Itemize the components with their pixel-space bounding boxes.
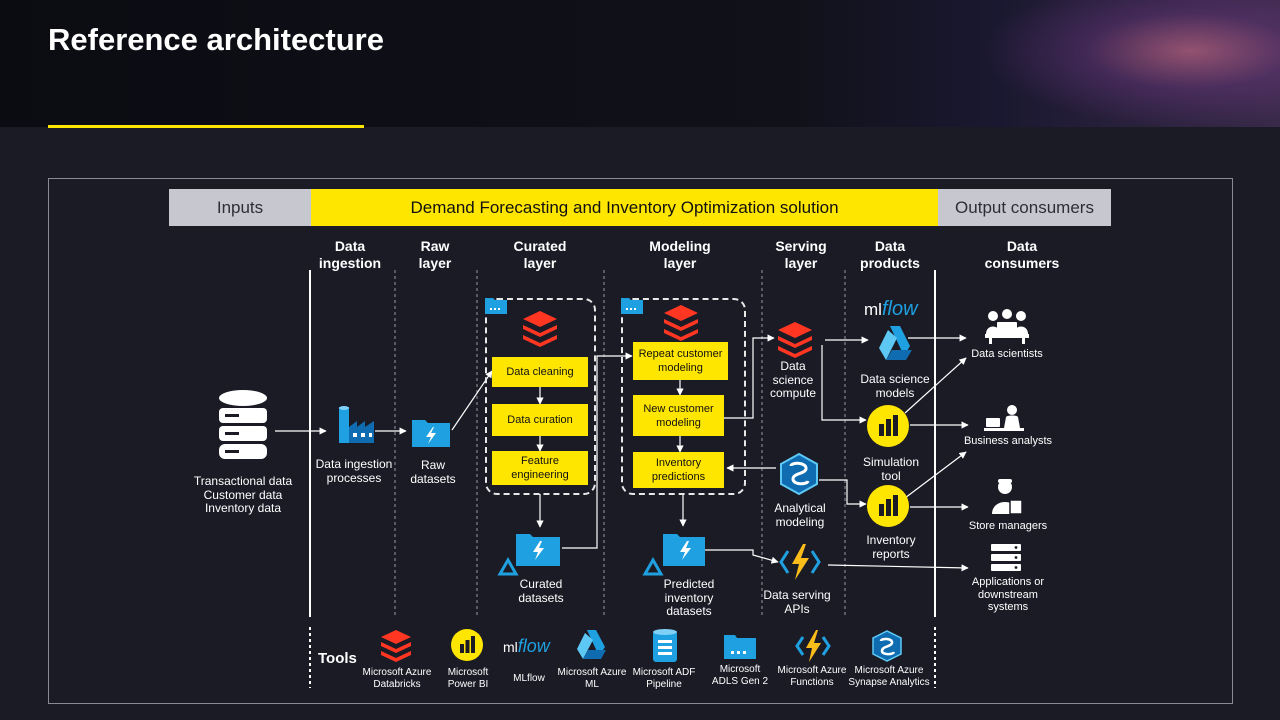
arrow-curated-to-modeling bbox=[562, 352, 633, 549]
store-managers-label: Store managers bbox=[968, 520, 1048, 532]
mlflow-logo: mlflow bbox=[864, 298, 918, 320]
arrow-sim-to-scientists bbox=[904, 357, 967, 414]
arrow-datasets-to-apis bbox=[703, 549, 779, 564]
database-icon bbox=[219, 390, 267, 459]
databricks-icon bbox=[523, 311, 557, 347]
business-analysts-label: Business analysts bbox=[963, 435, 1053, 447]
data-scientists-label: Data scientists bbox=[971, 348, 1043, 360]
data-cleaning-step: Data cleaning bbox=[492, 357, 588, 387]
servers-icon bbox=[991, 544, 1021, 571]
adls-small-icon bbox=[485, 298, 507, 314]
header-photo bbox=[980, 0, 1280, 127]
curated-pipeline-group bbox=[485, 298, 596, 495]
business-analysts-icon bbox=[984, 405, 1024, 431]
inputs-banner: Inputs bbox=[169, 189, 311, 226]
adf-pipeline-icon bbox=[653, 629, 677, 662]
mlflow-icon: mlflow bbox=[503, 636, 550, 656]
arrow-compute-to-simulation bbox=[821, 345, 867, 424]
azure-functions-icon bbox=[779, 544, 821, 580]
databricks-icon bbox=[381, 630, 411, 662]
databricks-icon bbox=[778, 322, 812, 358]
adls-gen2-icon bbox=[724, 635, 756, 659]
repeat-customer-modeling-step: Repeat customer modeling bbox=[633, 342, 728, 380]
synapse-icon bbox=[872, 630, 902, 662]
arrow-reports-to-analysts bbox=[904, 451, 967, 499]
arrow-modeling-to-compute bbox=[724, 334, 775, 419]
data-lake-icon bbox=[412, 420, 450, 447]
predicted-datasets-icon bbox=[642, 534, 705, 576]
tool-mlflow-label: MLflow bbox=[513, 673, 545, 684]
arrow-apis-to-apps bbox=[827, 564, 969, 572]
new-customer-modeling-step: New customer modeling bbox=[633, 395, 724, 436]
adls-small-icon bbox=[621, 298, 643, 314]
tools-label: Tools bbox=[318, 650, 357, 667]
feature-engineering-step: Feature engineering bbox=[492, 451, 588, 485]
modeling-pipeline-group bbox=[621, 298, 746, 495]
azure-ml-icon bbox=[577, 630, 606, 659]
azure-functions-icon bbox=[795, 630, 831, 662]
diagram-frame bbox=[48, 178, 1233, 704]
title-underline bbox=[48, 125, 364, 128]
data-curation-step: Data curation bbox=[492, 404, 588, 436]
outputs-banner: Output consumers bbox=[938, 189, 1111, 226]
power-bi-icon bbox=[451, 629, 483, 661]
solution-banner: Demand Forecasting and Inventory Optimiz… bbox=[311, 189, 938, 226]
synapse-icon bbox=[780, 452, 818, 496]
curated-datasets-icon bbox=[497, 534, 560, 576]
store-managers-icon bbox=[992, 479, 1023, 515]
power-bi-icon bbox=[867, 485, 909, 527]
inventory-predictions-step: Inventory predictions bbox=[633, 452, 724, 488]
power-bi-icon bbox=[867, 405, 909, 447]
page-title: Reference architecture bbox=[48, 22, 384, 57]
azure-ml-icon bbox=[879, 326, 912, 360]
data-scientists-icon bbox=[985, 309, 1029, 344]
arrow-analytical-to-reports bbox=[819, 479, 867, 508]
factory-icon bbox=[339, 406, 374, 443]
databricks-icon bbox=[664, 305, 698, 341]
